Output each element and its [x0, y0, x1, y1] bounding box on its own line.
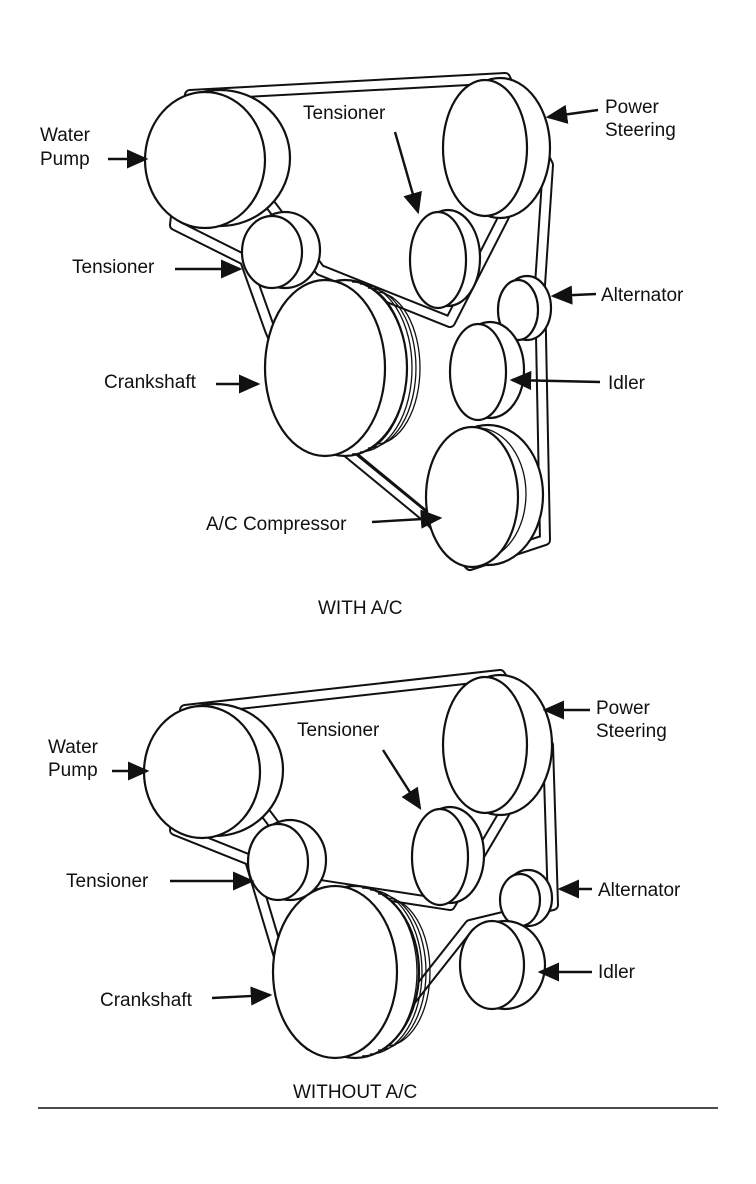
- power-steering-arrow: [545, 104, 599, 124]
- crankshaft-pulley: [263, 278, 421, 458]
- top-tensioner-arrow-2: [381, 749, 422, 811]
- caption-without-ac: WITHOUT A/C: [293, 1082, 417, 1103]
- water-pump-pulley: [143, 88, 292, 230]
- alternator-arrow: [550, 285, 597, 305]
- power-steering-pulley: [441, 76, 552, 220]
- crankshaft-pulley-2: [271, 884, 431, 1060]
- idler-pulley: [448, 320, 526, 422]
- idler-label-2: Idler: [598, 962, 636, 983]
- crankshaft-label-2: Crankshaft: [100, 990, 193, 1011]
- alternator-pulley-2: [498, 868, 554, 928]
- crankshaft-arrow-2: [211, 986, 273, 1006]
- idler-label: Idler: [608, 373, 646, 394]
- diagram-without-ac: Water Pump Tensioner Power Steering Tens…: [48, 669, 681, 1103]
- left-tensioner-pulley-2: [246, 818, 328, 902]
- alternator-label-2: Alternator: [598, 880, 681, 901]
- power-steering-label-line1: Power: [605, 97, 660, 118]
- caption-with-ac: WITH A/C: [318, 598, 402, 619]
- water-pump-label-2-line2: Pump: [48, 760, 98, 781]
- top-tensioner-pulley: [408, 208, 482, 310]
- ac-compressor-arrow: [371, 509, 443, 529]
- power-steering-pulley-2: [441, 673, 554, 817]
- ac-compressor-label: A/C Compressor: [206, 514, 347, 535]
- water-pump-label-line2: Pump: [40, 149, 90, 170]
- power-steering-label-2-line2: Steering: [596, 721, 667, 742]
- crankshaft-label: Crankshaft: [104, 372, 197, 393]
- diagram-with-ac: Water Pump Tensioner Power Steering Tens…: [40, 72, 684, 619]
- labels-without-ac: Water Pump Tensioner Power Steering Tens…: [48, 698, 681, 1011]
- top-tensioner-label: Tensioner: [303, 103, 386, 124]
- water-pump-label-2-line1: Water: [48, 737, 99, 758]
- left-tensioner-pulley: [240, 210, 322, 290]
- power-steering-label-line2: Steering: [605, 120, 676, 141]
- power-steering-label-2-line1: Power: [596, 698, 651, 719]
- top-tensioner-arrow: [393, 131, 422, 215]
- idler-arrow: [509, 370, 601, 391]
- top-tensioner-pulley-2: [410, 805, 486, 907]
- ac-compressor-pulley: [424, 423, 545, 569]
- idler-pulley-2: [458, 919, 547, 1011]
- left-tensioner-label-2: Tensioner: [66, 871, 149, 892]
- alternator-label: Alternator: [601, 285, 684, 306]
- left-tensioner-label: Tensioner: [72, 257, 155, 278]
- water-pump-label-line1: Water: [40, 125, 91, 146]
- top-tensioner-label-2: Tensioner: [297, 720, 380, 741]
- water-pump-pulley-2: [142, 702, 285, 840]
- labels-with-ac: Water Pump Tensioner Power Steering Tens…: [40, 97, 684, 535]
- alternator-pulley: [496, 274, 553, 342]
